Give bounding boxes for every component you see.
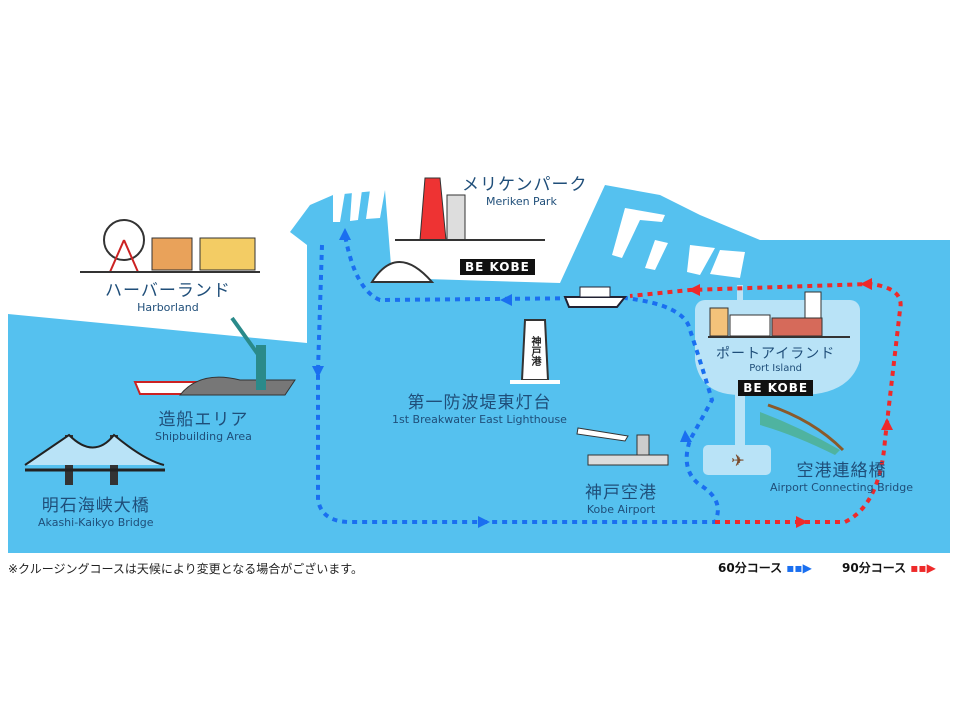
route-60-min: [316, 234, 720, 524]
ferry-icon: [563, 286, 628, 308]
meriken-en: Meriken Park: [486, 195, 557, 208]
legend-90: 90分コース ▪▪▶: [842, 559, 936, 576]
airplane-illustration-icon: [576, 427, 629, 442]
connecting-bridge-label: 空港連絡橋 Airport Connecting Bridge: [770, 456, 913, 494]
connecting-bridge-icon: [760, 412, 840, 455]
lighthouse-en: 1st Breakwater East Lighthouse: [392, 413, 567, 426]
shipbuilding-label: 造船エリア Shipbuilding Area: [155, 405, 252, 443]
port-island-en: Port Island: [749, 363, 803, 374]
shipbuilding-en: Shipbuilding Area: [155, 430, 252, 443]
airport-en: Kobe Airport: [586, 503, 656, 516]
harborland-en: Harborland: [137, 301, 199, 314]
akashi-label: 明石海峡大橋 Akashi-Kaikyo Bridge: [38, 491, 154, 529]
blue-dotted-arrow-icon: ▪▪▶: [786, 561, 812, 575]
port-island-label: ポートアイランド Port Island BE KOBE: [716, 343, 835, 396]
route-arrows: [312, 228, 893, 528]
airplane-icon: ✈: [731, 451, 744, 470]
lighthouse-icon: [510, 319, 560, 384]
museum-icon: [370, 261, 435, 283]
shipyard-icon: [133, 316, 296, 396]
port-island-jp: ポートアイランド: [716, 346, 836, 362]
route-90-min: [629, 281, 903, 524]
harborland-jp: ハーバーランド: [105, 281, 231, 301]
airport-jp: 神戸空港: [585, 483, 657, 503]
meriken-jp: メリケンパーク: [462, 175, 588, 195]
red-dotted-arrow-icon: ▪▪▶: [910, 561, 936, 575]
akashi-en: Akashi-Kaikyo Bridge: [38, 516, 154, 529]
legend-60-label: 60分コース: [718, 561, 783, 575]
airport-label: 神戸空港 Kobe Airport: [585, 478, 657, 516]
port-tower-icon: [395, 177, 545, 241]
harborland-label: ハーバーランド Harborland: [105, 276, 231, 314]
port-island-buildings-icon: [708, 291, 850, 338]
connecting-bridge-en: Airport Connecting Bridge: [770, 481, 913, 494]
lighthouse-jp: 第一防波堤東灯台: [407, 393, 552, 413]
be-kobe-sign-meriken: BE KOBE: [460, 256, 535, 275]
shipbuilding-jp: 造船エリア: [158, 410, 249, 430]
weather-note: ※クルージングコースは天候により変更となる場合がございます。: [8, 562, 364, 576]
akashi-bridge-icon: [24, 433, 165, 485]
lighthouse-label: 第一防波堤東灯台 1st Breakwater East Lighthouse: [392, 388, 567, 426]
be-kobe-text: BE KOBE: [460, 259, 535, 275]
harborland-buildings-icon: [80, 237, 260, 273]
airport-island: [703, 445, 771, 475]
ferris-wheel-icon: [103, 219, 145, 273]
connecting-bridge-jp: 空港連絡橋: [796, 461, 887, 481]
meriken-label: メリケンパーク Meriken Park: [462, 170, 588, 208]
be-kobe-text: BE KOBE: [738, 380, 814, 396]
airport-terminal-icon: [587, 434, 669, 466]
legend-90-label: 90分コース: [842, 561, 907, 575]
piers: [333, 190, 745, 278]
lighthouse-sign: 神戸港: [529, 336, 540, 366]
akashi-jp: 明石海峡大橋: [41, 496, 150, 516]
legend-60: 60分コース ▪▪▶: [718, 559, 812, 576]
